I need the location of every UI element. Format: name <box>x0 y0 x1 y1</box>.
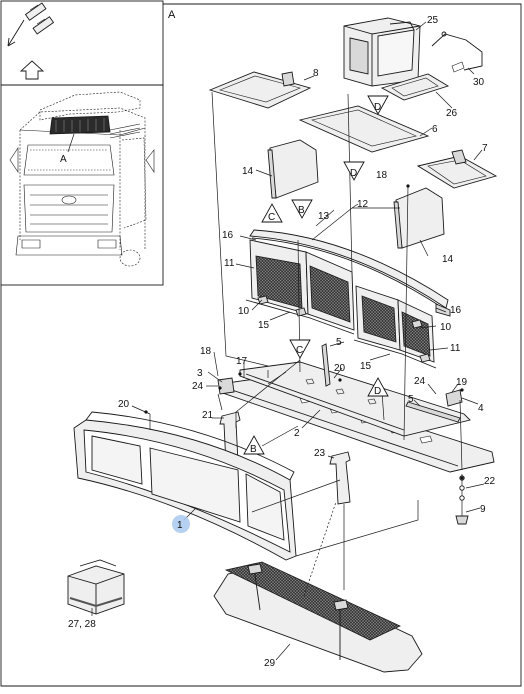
label-10-left[interactable]: 10 <box>238 306 250 317</box>
parts-glyph-icon <box>24 2 55 35</box>
label-8[interactable]: 8 <box>313 68 319 79</box>
label-21[interactable]: 21 <box>202 410 214 421</box>
label-2[interactable]: 2 <box>294 428 300 439</box>
part-14-right-side-panel <box>393 187 445 249</box>
part-5-arms <box>321 343 461 423</box>
label-24-right[interactable]: 24 <box>414 376 426 387</box>
part-1-highlight-marker[interactable] <box>172 515 190 533</box>
inset-location-label: A <box>60 154 67 165</box>
label-20-left[interactable]: 20 <box>118 399 130 410</box>
truck-illustration <box>9 91 155 267</box>
install-arrow-icon <box>7 19 25 47</box>
label-22[interactable]: 22 <box>484 476 496 487</box>
label-30[interactable]: 30 <box>473 77 485 88</box>
part-26-panel <box>380 73 450 101</box>
label-14-left[interactable]: 14 <box>242 166 254 177</box>
label-5-upper[interactable]: 5 <box>336 337 342 348</box>
mounting-rail <box>217 361 495 473</box>
label-4[interactable]: 4 <box>478 403 484 414</box>
label-20-right[interactable]: 20 <box>334 363 346 374</box>
label-9[interactable]: 9 <box>480 504 486 515</box>
section-label: A <box>168 9 176 21</box>
label-26[interactable]: 26 <box>446 108 458 119</box>
reference-mark-c1: C <box>261 203 283 223</box>
label-23[interactable]: 23 <box>314 448 326 459</box>
part-7-panel <box>416 149 498 189</box>
label-25[interactable]: 25 <box>427 15 439 26</box>
label-16-right[interactable]: 16 <box>450 305 462 316</box>
reference-mark-d3: D <box>367 377 389 397</box>
part-23-bracket <box>329 451 351 505</box>
part-29-bottom-grille <box>213 561 423 673</box>
label-15-left[interactable]: 15 <box>258 320 270 331</box>
label-5-lower[interactable]: 5 <box>408 394 414 405</box>
label-1[interactable]: 1 <box>177 520 183 531</box>
label-18-top[interactable]: 18 <box>376 170 388 181</box>
reference-mark-c2: C <box>289 339 311 359</box>
part-6-panel <box>298 105 430 153</box>
ref-d1-label: D <box>374 102 381 113</box>
label-16-left[interactable]: 16 <box>222 230 234 241</box>
label-11-right[interactable]: 11 <box>450 343 461 354</box>
part-14-left-side-panel <box>267 139 319 199</box>
leader-lines <box>91 21 485 661</box>
reference-mark-b2: B <box>243 435 265 455</box>
label-14-right[interactable]: 14 <box>442 254 454 265</box>
reference-mark-d1: D <box>367 95 389 115</box>
label-3[interactable]: 3 <box>197 368 203 379</box>
ref-c2-label: C <box>296 345 303 356</box>
label-24-left[interactable]: 24 <box>192 381 204 392</box>
label-27-28[interactable]: 27, 28 <box>68 619 96 630</box>
label-10-right[interactable]: 10 <box>440 322 452 333</box>
label-11-left[interactable]: 11 <box>224 258 235 269</box>
sun-visor-location-highlight <box>49 115 111 135</box>
part-30-bracket <box>431 31 483 73</box>
up-arrow-icon <box>19 60 45 80</box>
label-18-lower[interactable]: 18 <box>200 346 212 357</box>
ref-d3-label: D <box>374 386 381 397</box>
label-13[interactable]: 13 <box>318 211 330 222</box>
leader-dots <box>144 184 464 480</box>
label-17[interactable]: 17 <box>236 356 248 367</box>
part-1-front-frame <box>73 411 297 561</box>
ref-b1-label: B <box>298 205 305 216</box>
reference-mark-b1: B <box>291 199 313 219</box>
label-19[interactable]: 19 <box>456 377 468 388</box>
label-29[interactable]: 29 <box>264 658 276 669</box>
label-12[interactable]: 12 <box>357 199 369 210</box>
legend-box <box>0 0 164 86</box>
grille-assembly <box>245 229 451 369</box>
direction-legend <box>7 2 55 80</box>
reference-mark-d2: D <box>343 161 365 181</box>
part-27-28-box <box>67 559 125 615</box>
ref-c1-label: C <box>268 212 275 223</box>
fasteners-9-22 <box>455 474 469 525</box>
main-view-frame <box>0 3 522 687</box>
label-7[interactable]: 7 <box>482 143 488 154</box>
part-25-cover <box>343 17 421 87</box>
ref-d2-label: D <box>350 168 357 179</box>
part-number-labels: 25 8 30 26 6 7 14 18 12 13 16 14 11 10 1… <box>68 15 496 669</box>
truck-inset: A <box>9 91 155 267</box>
inset-leader-line <box>67 133 75 153</box>
truck-inset-box <box>0 84 164 286</box>
label-6[interactable]: 6 <box>432 124 438 135</box>
label-15-right[interactable]: 15 <box>360 361 372 372</box>
part-8-panel <box>208 71 312 109</box>
ref-b2-label: B <box>250 444 257 455</box>
